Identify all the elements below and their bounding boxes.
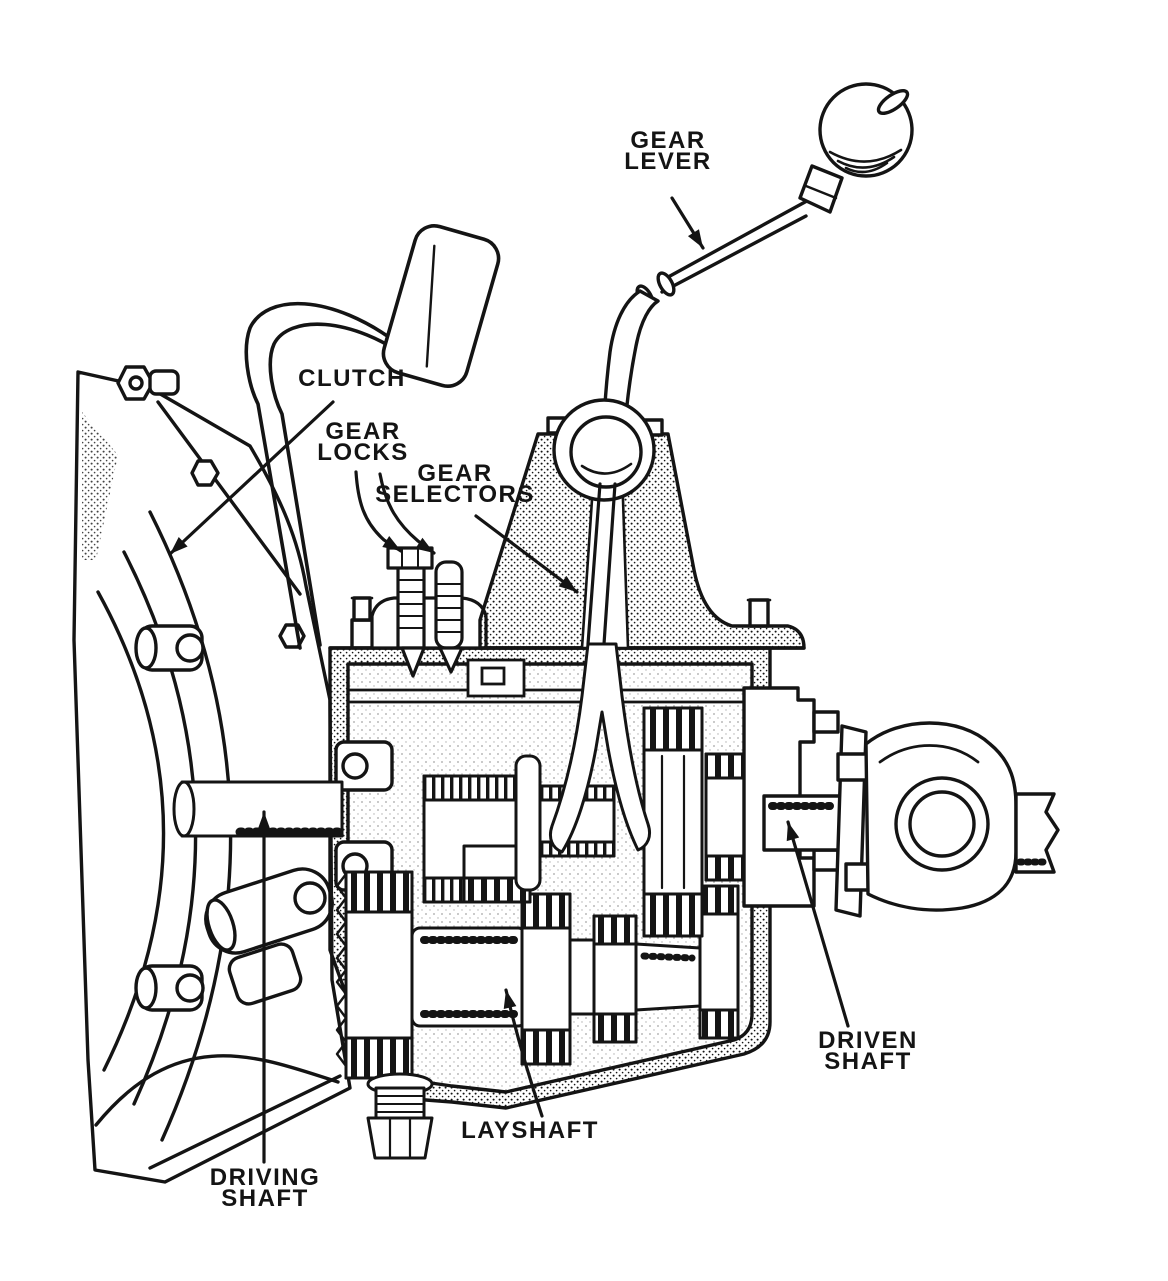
- label-layshaft: LAYSHAFT: [461, 1117, 599, 1144]
- gear-lock-plunger-2: [434, 560, 464, 674]
- leader-driven-shaft: [786, 820, 850, 1028]
- gear-lock-plunger-1: [386, 546, 434, 678]
- gear-locks: [370, 546, 488, 678]
- gear-lever-tower: [478, 398, 806, 650]
- clutch-pedal: [244, 224, 501, 650]
- selector-fork: [548, 642, 652, 854]
- label-clutch: CLUTCH: [298, 365, 406, 392]
- label-gear-selectors: GEAR SELECTORS: [375, 460, 535, 508]
- leader-clutch: [168, 400, 335, 556]
- driven-shaft: [762, 794, 842, 852]
- leader-lines: [165, 196, 850, 1164]
- label-gear-locks: GEAR LOCKS: [317, 418, 409, 466]
- universal-joint: [742, 686, 1060, 918]
- gear-lever-knob: [798, 82, 914, 214]
- driving-shaft: [172, 780, 345, 838]
- leader-gear-lock-1: [354, 470, 403, 553]
- layshaft-gears: [335, 870, 740, 1080]
- cover-bolt-right: [746, 598, 772, 628]
- label-gear-lever: GEAR LEVER: [624, 127, 712, 175]
- leader-gear-lock-2: [378, 472, 436, 555]
- label-driven-shaft: DRIVEN SHAFT: [818, 1027, 918, 1075]
- selector-rod: [348, 658, 750, 704]
- leader-gear-selectors: [474, 514, 579, 594]
- drain-plug: [366, 1072, 434, 1160]
- label-driving-shaft: DRIVING SHAFT: [209, 1164, 321, 1212]
- clutch-release-arm: [204, 867, 334, 1006]
- cover-bolt-left: [350, 596, 374, 622]
- gear-lever-ball: [569, 415, 643, 489]
- housing-bolt-lower: [134, 964, 205, 1012]
- mainshaft-gears: [172, 642, 748, 938]
- clutch-bell-housing: [72, 365, 352, 1184]
- layshaft-shaft: [410, 926, 528, 1028]
- housing-bolt-upper: [134, 624, 205, 672]
